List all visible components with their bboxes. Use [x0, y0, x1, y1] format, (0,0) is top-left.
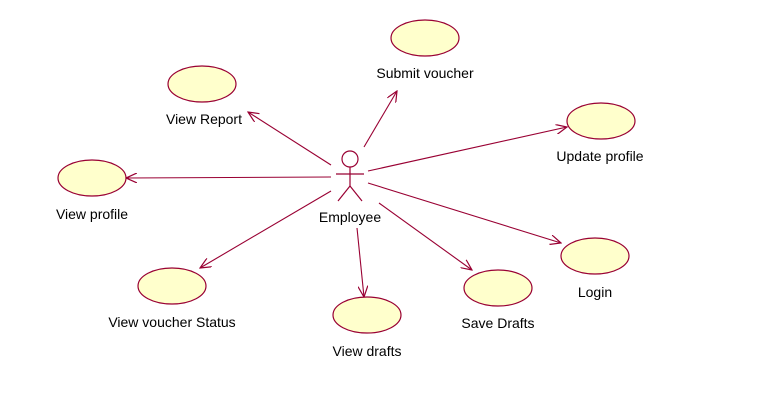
- use-case-oval: [332, 296, 402, 334]
- use-case-oval: [137, 267, 207, 305]
- use-case-label: View Report: [166, 111, 242, 127]
- use-case-save-drafts: Save Drafts: [461, 269, 535, 331]
- use-case-view-report: View Report: [166, 65, 242, 127]
- use-case-label: View drafts: [333, 343, 402, 359]
- use-case-submit-voucher: Submit voucher: [376, 19, 474, 81]
- use-case-label: View voucher Status: [108, 314, 235, 330]
- use-case-view-drafts: View drafts: [332, 296, 402, 359]
- use-case-oval: [566, 102, 636, 140]
- use-case-oval: [167, 65, 237, 103]
- association-view-voucher-status: [200, 190, 332, 268]
- use-case-label: Save Drafts: [461, 315, 534, 331]
- use-case-view-profile: View profile: [56, 159, 128, 222]
- use-case-oval: [463, 269, 533, 307]
- use-case-label: Login: [578, 284, 612, 300]
- use-case-login: Login: [560, 237, 630, 300]
- association-submit-voucher: [363, 91, 397, 148]
- actor-label: Employee: [319, 209, 381, 225]
- association-view-drafts: [356, 227, 364, 297]
- use-case-oval: [57, 159, 127, 197]
- association-view-profile: [126, 177, 332, 178]
- association-view-report: [248, 112, 332, 166]
- use-case-oval: [560, 237, 630, 275]
- use-case-label: Update profile: [556, 148, 643, 164]
- association-save-drafts: [378, 202, 472, 270]
- actor-employee: [336, 150, 364, 202]
- use-case-oval: [390, 19, 460, 57]
- actor-head-icon: [341, 150, 359, 168]
- use-case-label: View profile: [56, 206, 128, 222]
- use-case-view-voucher-status: View voucher Status: [108, 267, 236, 330]
- use-case-update-profile: Update profile: [556, 102, 644, 164]
- use-case-label: Submit voucher: [376, 65, 474, 81]
- association-login: [367, 182, 561, 243]
- association-update-profile: [367, 127, 567, 172]
